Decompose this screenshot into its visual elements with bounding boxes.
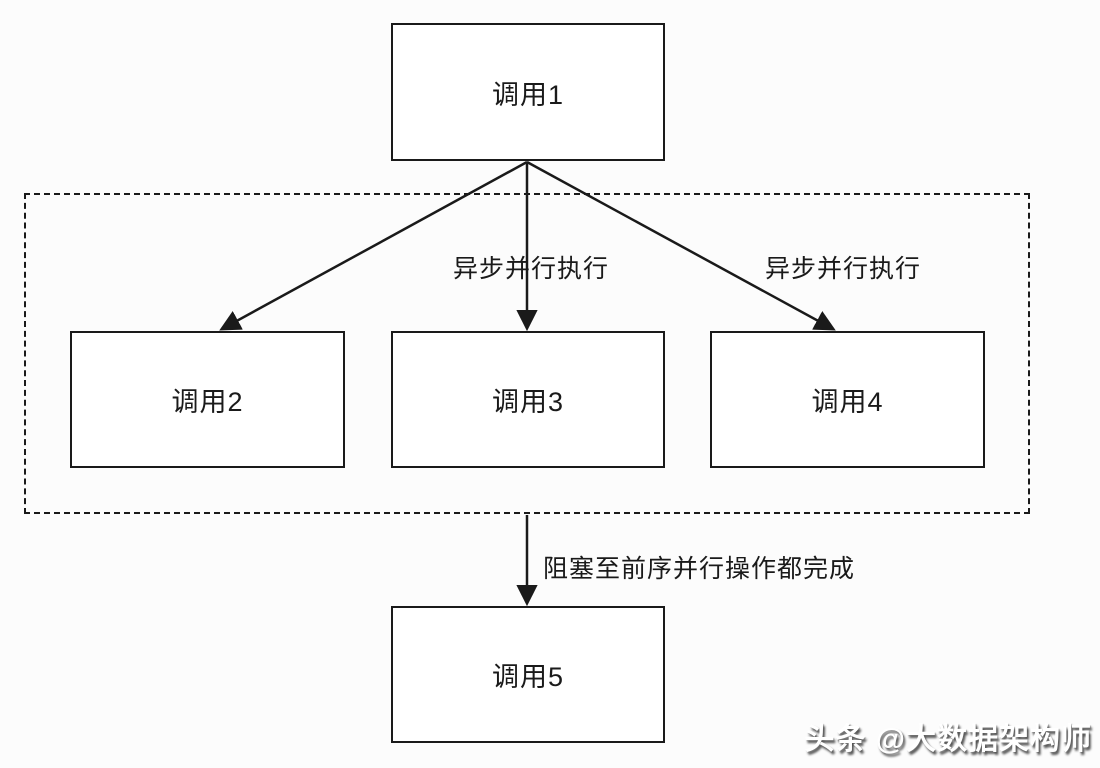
edge-label-async-parallel-mid: 异步并行执行 — [452, 255, 610, 283]
node-call1: 调用1 — [391, 23, 665, 161]
node-call3-label: 调用3 — [491, 387, 565, 417]
node-call3: 调用3 — [391, 331, 665, 468]
node-call4-label: 调用4 — [811, 387, 884, 417]
node-call5: 调用5 — [391, 606, 665, 743]
edge-label-async-parallel-right: 异步并行执行 — [764, 255, 922, 283]
node-call5-label: 调用5 — [491, 662, 565, 692]
node-call4: 调用4 — [710, 331, 985, 468]
edge-label-block-until-complete: 阻塞至前序并行操作都完成 — [543, 555, 856, 583]
watermark-toutiao-author: 头条 @大数据架构师 — [804, 723, 1092, 756]
node-call2-label: 调用2 — [171, 387, 244, 417]
node-call1-label: 调用1 — [491, 79, 565, 110]
node-call2: 调用2 — [70, 331, 345, 468]
